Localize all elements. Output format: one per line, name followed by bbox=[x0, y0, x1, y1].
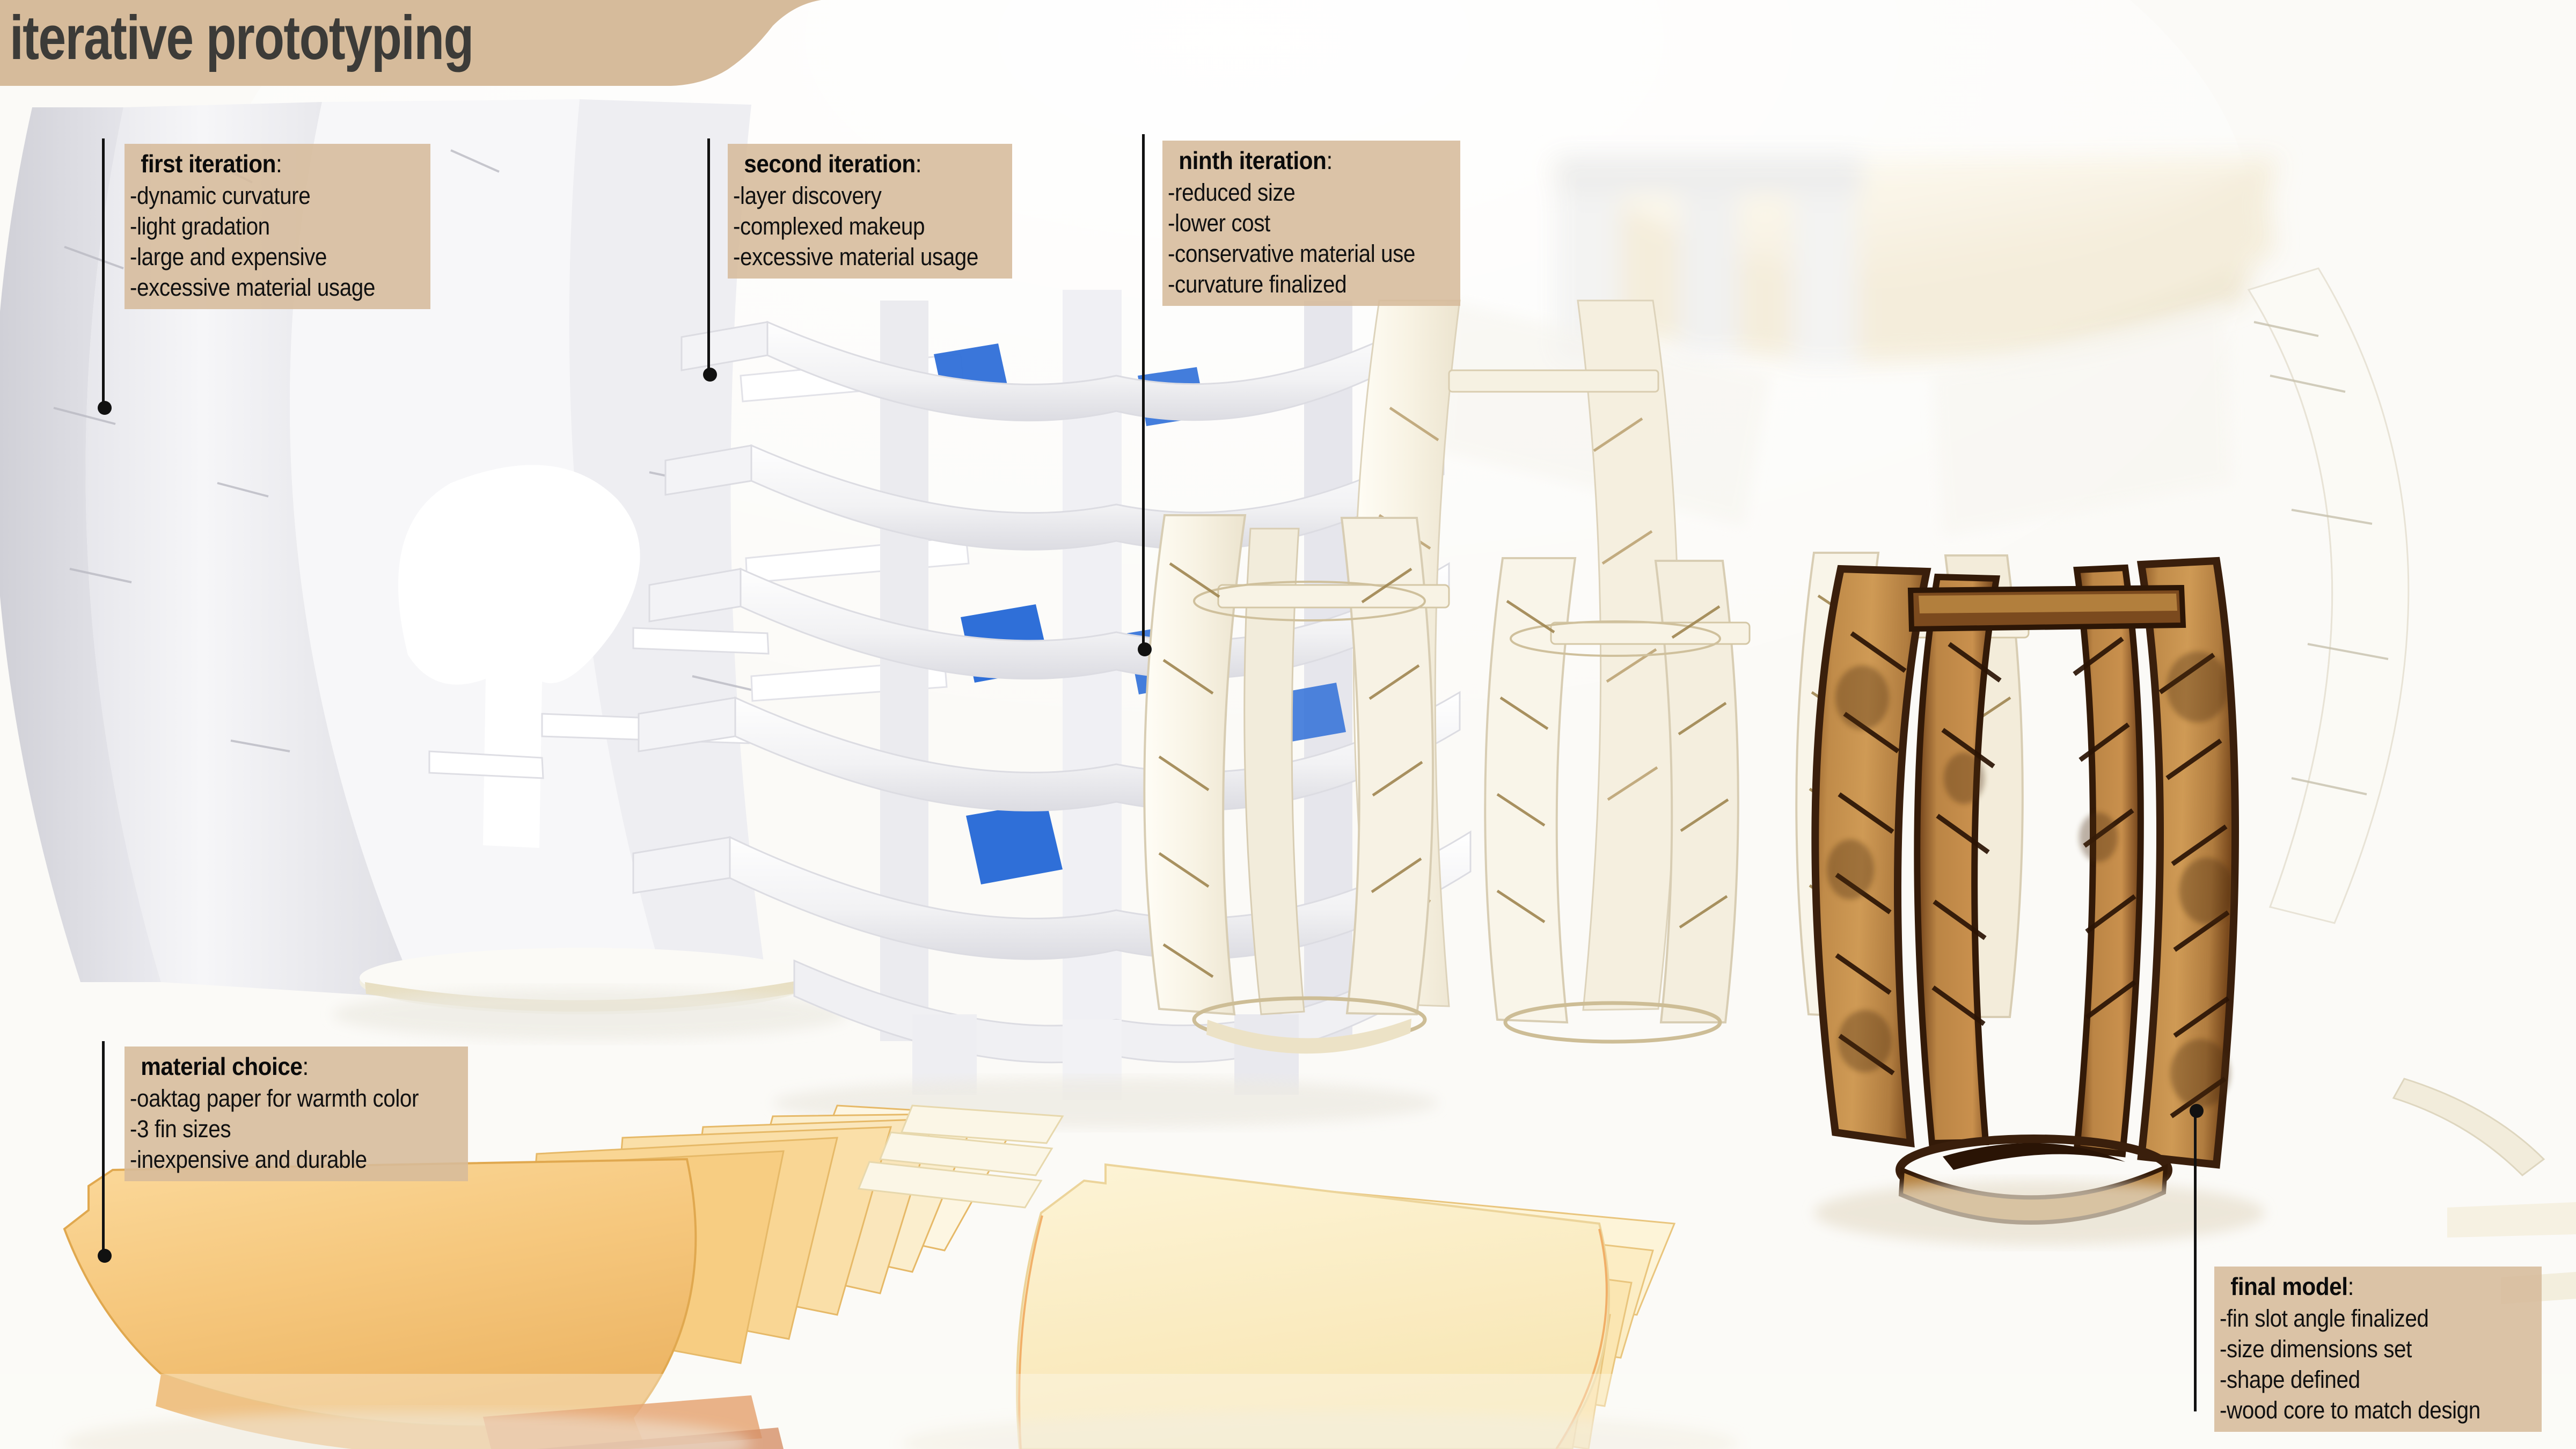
leader-line bbox=[1142, 134, 1145, 649]
callout-item: -shape defined bbox=[2220, 1366, 2360, 1393]
callout-heading: final model: bbox=[2230, 1272, 2354, 1300]
lantern-front-mid bbox=[1484, 557, 1751, 1044]
callout-heading: second iteration: bbox=[744, 150, 922, 178]
leader-line bbox=[102, 138, 105, 408]
callout-item: -oaktag paper for warmth color bbox=[130, 1085, 419, 1112]
callout-item: -complexed makeup bbox=[733, 213, 925, 240]
callout-item: -conservative material use bbox=[1168, 240, 1415, 267]
callout-item: -large and expensive bbox=[130, 243, 327, 270]
white-foam-shell-prototype bbox=[0, 99, 848, 1040]
leader-endpoint-dot bbox=[703, 368, 717, 382]
leader-endpoint-dot bbox=[98, 1249, 112, 1263]
callout-item: -layer discovery bbox=[733, 182, 882, 209]
callout-heading: first iteration: bbox=[141, 150, 282, 178]
wooden-final-model bbox=[1811, 557, 2265, 1245]
callout-item: -curvature finalized bbox=[1168, 270, 1347, 298]
page-title: iterative prototyping bbox=[10, 3, 474, 72]
callout-item: -excessive material usage bbox=[733, 243, 978, 270]
callout-heading: material choice: bbox=[141, 1052, 309, 1080]
leader-endpoint-dot bbox=[1138, 642, 1152, 656]
leader-line bbox=[2194, 1111, 2197, 1411]
lantern-front-left bbox=[1143, 514, 1450, 1054]
callout-box: first iteration: -dynamic curvature -lig… bbox=[125, 144, 430, 309]
laser-panel-far-right bbox=[2247, 267, 2410, 924]
callout-item: -reduced size bbox=[1168, 179, 1296, 206]
leader-endpoint-dot bbox=[98, 401, 112, 415]
callout-item: -size dimensions set bbox=[2220, 1335, 2412, 1363]
title-banner: iterative prototyping bbox=[0, 0, 859, 86]
leader-endpoint-dot bbox=[2190, 1104, 2204, 1118]
leader-line bbox=[102, 1041, 105, 1256]
callout-heading: ninth iteration: bbox=[1179, 147, 1333, 174]
background-curved-sail bbox=[1546, 156, 2281, 365]
callout-item: -light gradation bbox=[130, 213, 270, 240]
banner-shape bbox=[0, 0, 821, 86]
callout-box: material choice: -oaktag paper for warmt… bbox=[125, 1046, 468, 1181]
callout-item: -3 fin sizes bbox=[130, 1115, 231, 1143]
leader-line bbox=[707, 138, 710, 375]
callout-box: final model: -fin slot angle finalized -… bbox=[2214, 1267, 2542, 1432]
callout-box: second iteration: -layer discovery -comp… bbox=[728, 144, 1012, 279]
callout-item: -inexpensive and durable bbox=[130, 1146, 367, 1173]
callout-item: -wood core to match design bbox=[2220, 1396, 2480, 1424]
callout-box: ninth iteration: -reduced size -lower co… bbox=[1162, 141, 1460, 306]
callout-item: -fin slot angle finalized bbox=[2220, 1305, 2429, 1332]
callout-item: -lower cost bbox=[1168, 209, 1270, 237]
callout-item: -dynamic curvature bbox=[130, 182, 311, 209]
oaktag-paper-fan-center bbox=[857, 1104, 1739, 1449]
callout-item: -excessive material usage bbox=[130, 274, 375, 301]
